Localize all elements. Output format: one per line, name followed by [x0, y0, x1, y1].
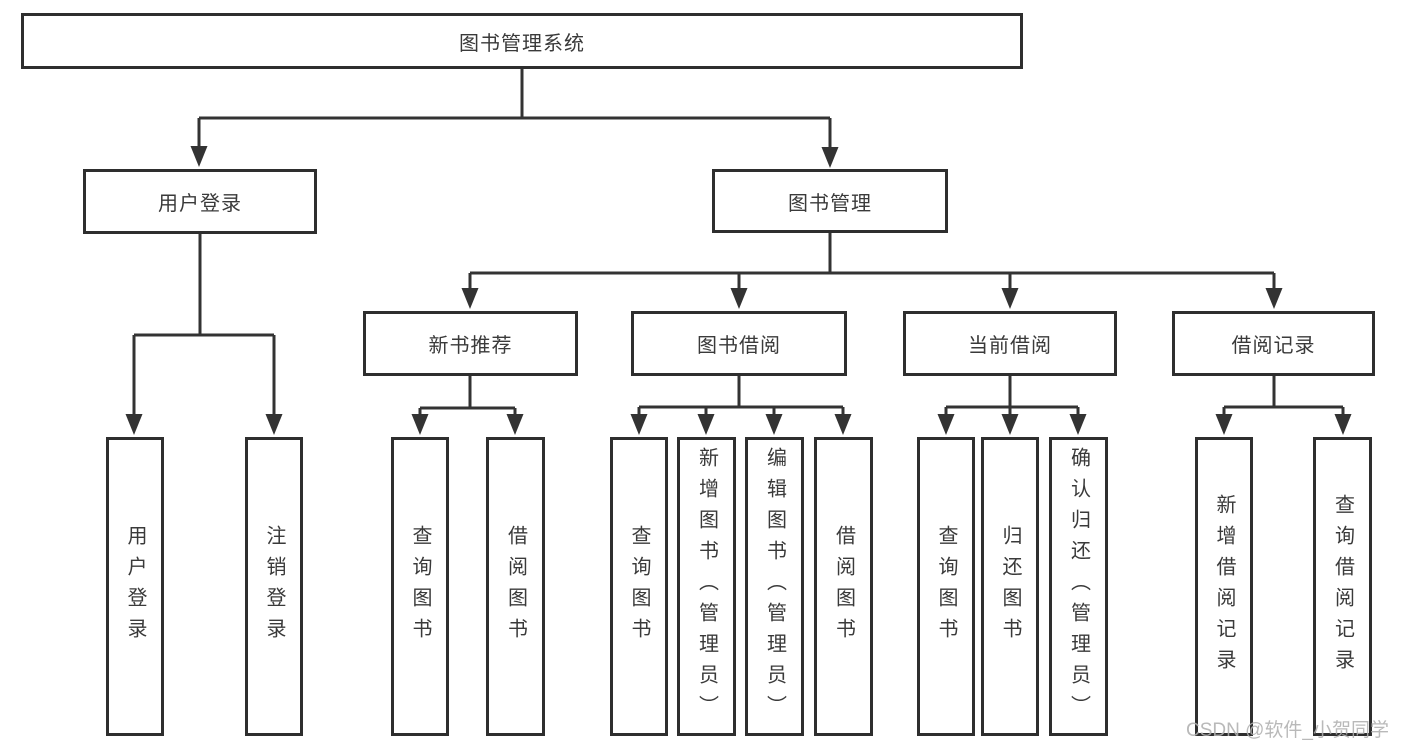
node-current-borrowing-label: 当前借阅: [968, 335, 1052, 357]
leaf-records-add-record-label: 新增借阅记录: [1213, 493, 1235, 680]
node-new-book-recommend: 新书推荐: [363, 311, 578, 376]
node-user-login-label: 用户登录: [158, 193, 242, 215]
leaf-current-confirm-return-admin-label: 确认归还（管理员）: [1067, 447, 1090, 726]
node-book-borrowing: 图书借阅: [631, 311, 847, 376]
leaf-records-add-record: 新增借阅记录: [1195, 437, 1253, 736]
edge-records-to-leaves: [1222, 376, 1345, 417]
leaf-records-query-record: 查询借阅记录: [1313, 437, 1372, 736]
leaf-current-confirm-return-admin: 确认归还（管理员）: [1049, 437, 1108, 736]
leaf-borrow-borrow-book: 借阅图书: [814, 437, 873, 736]
leaf-borrow-edit-book-admin: 编辑图书（管理员）: [745, 437, 804, 736]
leaf-newrec-borrow-book: 借阅图书: [486, 437, 545, 736]
edge-mgmt-to-level3: [468, 233, 1276, 291]
leaf-newrec-query-book: 查询图书: [391, 437, 449, 736]
leaf-records-query-record-label: 查询借阅记录: [1331, 493, 1354, 680]
leaf-borrow-borrow-book-label: 借阅图书: [832, 524, 855, 649]
edge-newbooks-to-leaves: [418, 376, 517, 417]
leaf-current-query-book: 查询图书: [917, 437, 975, 736]
leaf-logout-label: 注销登录: [263, 524, 285, 649]
leaf-newrec-query-book-label: 查询图书: [409, 524, 431, 649]
node-library-system-label: 图书管理系统: [459, 32, 585, 55]
leaf-user-login: 用户登录: [106, 437, 164, 736]
leaf-borrow-query-book-label: 查询图书: [628, 524, 650, 649]
edge-login-to-leaves: [132, 234, 276, 417]
leaf-current-return-book: 归还图书: [981, 437, 1039, 736]
leaf-newrec-borrow-book-label: 借阅图书: [504, 524, 527, 649]
node-book-management: 图书管理: [712, 169, 948, 233]
node-book-management-label: 图书管理: [788, 192, 872, 215]
leaf-borrow-query-book: 查询图书: [610, 437, 668, 736]
leaf-borrow-edit-book-admin-label: 编辑图书（管理员）: [763, 447, 786, 726]
leaf-current-return-book-label: 归还图书: [999, 524, 1021, 649]
edge-borrowing-to-leaves: [637, 376, 845, 417]
leaf-borrow-add-book-admin-label: 新增图书（管理员）: [695, 447, 718, 726]
leaf-user-login-label: 用户登录: [124, 524, 146, 649]
node-current-borrowing: 当前借阅: [903, 311, 1117, 376]
arrowheads: [125, 146, 1352, 435]
edge-current-to-leaves: [944, 376, 1080, 417]
node-user-login: 用户登录: [83, 169, 317, 234]
node-borrowing-records-label: 借阅记录: [1231, 335, 1316, 357]
node-book-borrowing-label: 图书借阅: [697, 335, 781, 357]
csdn-watermark: CSDN @软件_小贺同学: [1186, 720, 1389, 741]
leaf-current-query-book-label: 查询图书: [935, 524, 957, 649]
node-library-system: 图书管理系统: [21, 13, 1023, 69]
leaf-logout: 注销登录: [245, 437, 303, 736]
edge-root-to-level2: [197, 69, 832, 149]
node-borrowing-records: 借阅记录: [1172, 311, 1375, 376]
leaf-borrow-add-book-admin: 新增图书（管理员）: [677, 437, 736, 736]
node-new-book-recommend-label: 新书推荐: [428, 335, 513, 357]
